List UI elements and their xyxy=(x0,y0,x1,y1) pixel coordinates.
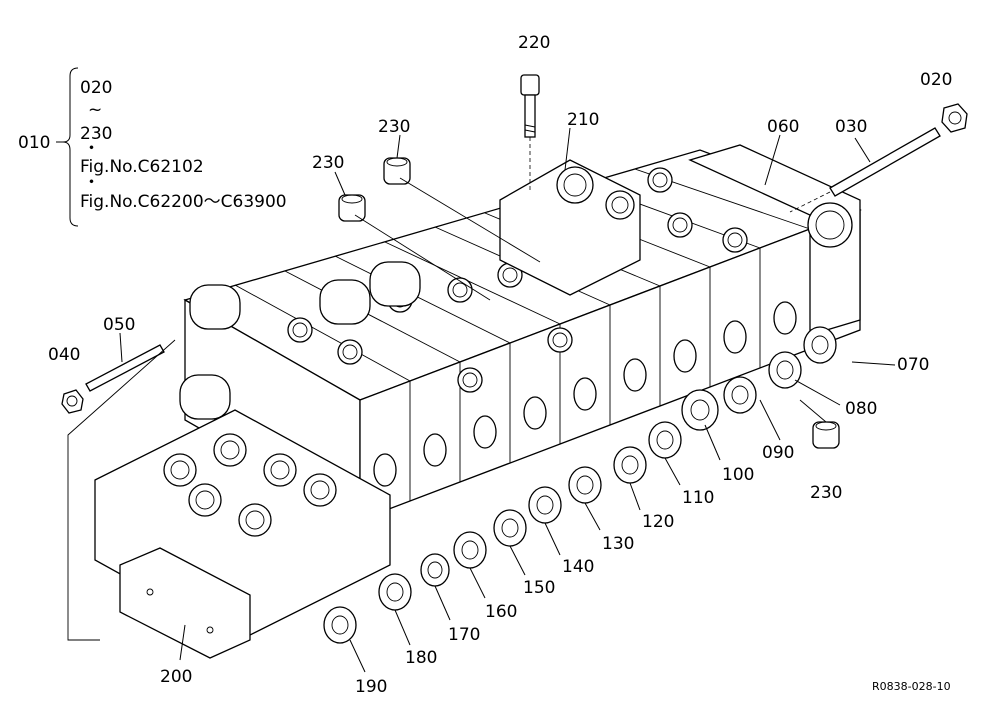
range-start: 020 xyxy=(80,78,112,98)
bracket-plate xyxy=(119,547,251,659)
spool-caps-left xyxy=(179,261,421,420)
callout-030: 030 xyxy=(835,117,867,137)
range-end: 230 xyxy=(80,124,112,144)
tie-rod-030 xyxy=(789,127,941,213)
callout-040: 040 xyxy=(48,345,80,365)
callout-160: 160 xyxy=(485,602,517,622)
main-part-number: 010 xyxy=(18,133,50,153)
fig-reference-1: Fig.No.C62102 xyxy=(80,157,204,177)
callout-090: 090 xyxy=(762,443,794,463)
plug-230-a xyxy=(383,157,411,185)
callout-060: 060 xyxy=(767,117,799,137)
note-dot-1: ・ xyxy=(83,139,100,159)
callout-080: 080 xyxy=(845,399,877,419)
inlet-block xyxy=(499,159,641,296)
callout-020-top: 020 xyxy=(920,70,952,90)
note-dot-2: ・ xyxy=(83,173,100,193)
callout-190: 190 xyxy=(355,677,387,697)
callout-050: 050 xyxy=(103,315,135,335)
callout-170: 170 xyxy=(448,625,480,645)
fig-reference-2: Fig.No.C62200～C63900 xyxy=(80,192,287,212)
callout-150: 150 xyxy=(523,578,555,598)
callout-070: 070 xyxy=(897,355,929,375)
callout-110: 110 xyxy=(682,488,714,508)
callout-210: 210 xyxy=(567,110,599,130)
callout-130: 130 xyxy=(602,534,634,554)
callout-100: 100 xyxy=(722,465,754,485)
drawing-code: R0838-028-10 xyxy=(872,680,951,693)
spool-end-fittings xyxy=(323,326,837,644)
assembly-note: 010 020 ~ 230 ・ Fig.No.C62102 ・ Fig.No.C… xyxy=(18,67,287,227)
outlet-block xyxy=(688,144,861,336)
range-tilde: ~ xyxy=(88,100,102,120)
callout-labels: 220 020 210 060 030 230 230 050 040 070 … xyxy=(48,33,952,697)
leader-lines xyxy=(119,127,896,673)
assembly-guide-lines xyxy=(67,177,827,641)
plug-230-c xyxy=(812,421,840,449)
callout-180: 180 xyxy=(405,648,437,668)
callout-120: 120 xyxy=(642,512,674,532)
control-valve-assembly xyxy=(94,144,862,659)
nut-040 xyxy=(61,389,84,414)
callout-220: 220 xyxy=(518,33,550,53)
callout-140: 140 xyxy=(562,557,594,577)
nut-020 xyxy=(941,103,968,133)
callout-230-b: 230 xyxy=(312,153,344,173)
plug-230-b xyxy=(338,194,366,222)
bolt-220 xyxy=(520,74,540,190)
callout-230-a: 230 xyxy=(378,117,410,137)
callout-230-c: 230 xyxy=(810,483,842,503)
stud-050 xyxy=(85,344,165,392)
callout-200: 200 xyxy=(160,667,192,687)
